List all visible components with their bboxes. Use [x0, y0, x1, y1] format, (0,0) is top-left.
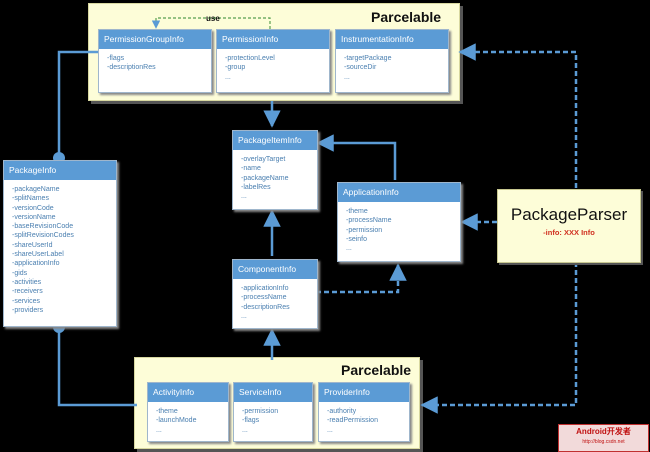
- watermark-url: http://blog.csdn.net: [582, 439, 625, 445]
- box-fields: -packageName -splitNames -versionCode -v…: [4, 180, 116, 315]
- use-connector: [151, 17, 271, 29]
- watermark-title: Android开发者: [576, 427, 631, 436]
- service-info-box: ServiceInfo -permission -flags ...: [233, 382, 313, 442]
- field: -providers: [12, 306, 44, 314]
- field: -services: [12, 297, 41, 305]
- watermark-logo: Android开发者 http://blog.csdn.net: [558, 424, 649, 452]
- box-title: PermissionInfo: [217, 30, 329, 49]
- field: -labelRes: [241, 183, 271, 191]
- connector-line: [316, 263, 407, 294]
- field: -launchMode: [156, 417, 197, 425]
- box-fields: -theme -launchMode ...: [148, 402, 228, 435]
- field: -gids: [12, 269, 28, 277]
- field: -splitNames: [12, 195, 49, 203]
- use-label: use: [206, 14, 220, 23]
- component-info-box: ComponentInfo -applicationInfo -processN…: [232, 259, 318, 329]
- box-title: PackageItemInfo: [233, 131, 317, 150]
- field: -shareUserLabel: [12, 251, 64, 259]
- field: ...: [241, 193, 247, 201]
- field: -overlayTarget: [241, 156, 286, 163]
- box-title: InstrumentationInfo: [336, 30, 448, 49]
- box-fields: -permission -flags ...: [234, 402, 312, 435]
- field: -permission: [346, 226, 383, 234]
- field: -shareUserId: [12, 241, 53, 249]
- box-fields: -protectionLevel -group ...: [217, 49, 329, 82]
- permission-group-info-box: PermissionGroupInfo -flags -descriptionR…: [98, 29, 212, 93]
- field: -name: [241, 165, 261, 173]
- connector-line: [53, 50, 98, 164]
- field: ...: [156, 426, 162, 434]
- box-fields: -targetPackage -sourceDir ...: [336, 49, 448, 82]
- field: -targetPackage: [344, 55, 392, 62]
- connector-line: [420, 262, 578, 414]
- field: -seinfo: [346, 235, 368, 243]
- field: -processName: [346, 217, 392, 225]
- field: -group: [225, 64, 246, 72]
- field: -versionCode: [12, 204, 54, 212]
- field: -applicationInfo: [12, 260, 60, 268]
- box-fields: -authority -readPermission ...: [319, 402, 409, 435]
- field: -packageName: [12, 186, 60, 193]
- activity-info-box: ActivityInfo -theme -launchMode ...: [147, 382, 229, 442]
- package-info-box: PackageInfo -packageName -splitNames -ve…: [3, 160, 117, 327]
- field: -sourceDir: [344, 64, 377, 72]
- field: ...: [344, 73, 350, 81]
- field: ...: [242, 426, 248, 434]
- field: -processName: [241, 294, 287, 302]
- field: -baseRevisionCode: [12, 223, 74, 231]
- group-title: Parcelable: [341, 362, 412, 378]
- field: -theme: [156, 408, 178, 415]
- field: -versionName: [12, 213, 56, 221]
- package-item-info-box: PackageItemInfo -overlayTarget -name -pa…: [232, 130, 318, 210]
- parser-name: PackageParser: [510, 205, 628, 224]
- field: -readPermission: [327, 417, 378, 425]
- field: -descriptionRes: [107, 64, 156, 72]
- box-fields: -theme -processName -permission -seinfo …: [338, 202, 460, 253]
- group-title: Parcelable: [371, 9, 442, 25]
- box-fields: -applicationInfo -processName -descripti…: [233, 279, 317, 321]
- package-parser-box: PackageParser -info: XXX Info: [497, 189, 641, 263]
- box-title: ProviderInfo: [319, 383, 409, 402]
- field: ...: [241, 312, 247, 320]
- box-fields: -flags -descriptionRes: [99, 49, 211, 73]
- field: -protectionLevel: [225, 55, 275, 62]
- connector-line: [316, 134, 397, 180]
- connector-line: [53, 321, 137, 407]
- connector-line: [458, 43, 578, 188]
- permission-info-box: PermissionInfo -protectionLevel -group .…: [216, 29, 330, 93]
- box-fields: -overlayTarget -name -packageName -label…: [233, 150, 317, 201]
- field: -packageName: [241, 174, 289, 182]
- field: ...: [346, 245, 352, 253]
- field: -flags: [107, 55, 125, 62]
- field: ...: [225, 73, 231, 81]
- instrumentation-info-box: InstrumentationInfo -targetPackage -sour…: [335, 29, 449, 93]
- box-title: PermissionGroupInfo: [99, 30, 211, 49]
- box-title: ServiceInfo: [234, 383, 312, 402]
- box-title: ComponentInfo: [233, 260, 317, 279]
- application-info-box: ApplicationInfo -theme -processName -per…: [337, 182, 461, 262]
- provider-info-box: ProviderInfo -authority -readPermission …: [318, 382, 410, 442]
- box-title: ApplicationInfo: [338, 183, 460, 202]
- box-title: PackageInfo: [4, 161, 116, 180]
- field: -splitRevisionCodes: [12, 232, 74, 240]
- field: -applicationInfo: [241, 285, 289, 292]
- field: -receivers: [12, 288, 43, 296]
- field: -flags: [242, 417, 260, 425]
- field: -descriptionRes: [241, 303, 290, 311]
- field: -activities: [12, 278, 42, 286]
- field: ...: [327, 426, 333, 434]
- field: -permission: [242, 408, 279, 415]
- box-title: ActivityInfo: [148, 383, 228, 402]
- parser-info: -info: XXX Info: [543, 228, 595, 237]
- field: -authority: [327, 408, 357, 415]
- field: -theme: [346, 208, 368, 215]
